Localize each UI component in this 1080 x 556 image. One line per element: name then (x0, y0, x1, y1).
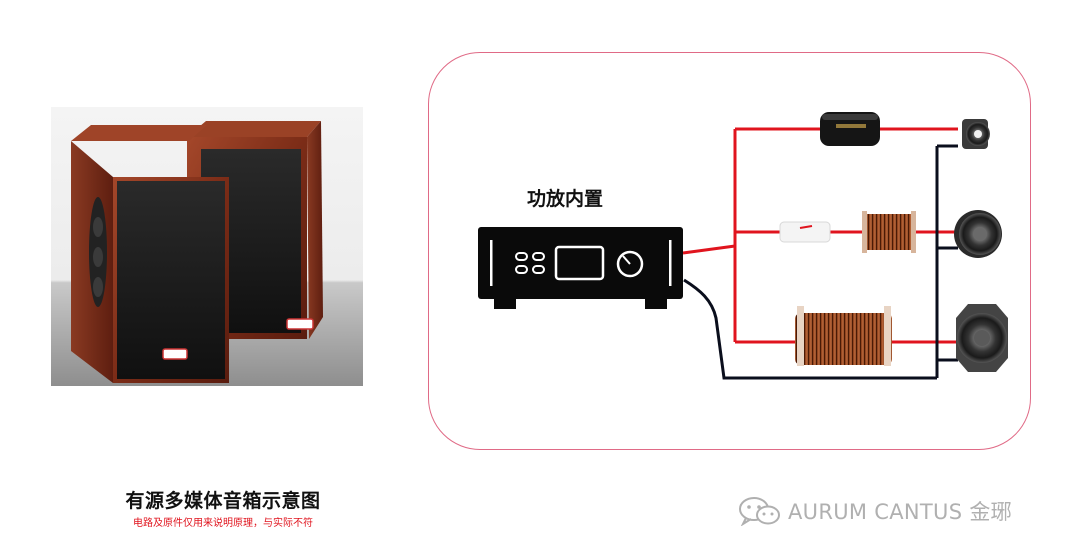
wechat-icon (738, 496, 782, 526)
watermark-text: AURUM CANTUS 金琊 (788, 496, 1012, 526)
caption-note: 电路及原件仅用来说明原理，与实际不符 (98, 514, 348, 529)
midrange-driver-icon (954, 210, 1002, 258)
capacitor-icon (820, 112, 880, 146)
capacitor-icon (780, 222, 830, 242)
amplifier-icon (478, 227, 683, 309)
caption-title: 有源多媒体音箱示意图 (98, 486, 348, 513)
tweeter-icon (962, 119, 990, 149)
amplifier-label: 功放内置 (527, 184, 603, 211)
woofer-icon (956, 304, 1008, 372)
inductor-coil-icon (795, 306, 892, 366)
watermark: AURUM CANTUS 金琊 (738, 496, 1012, 526)
inductor-coil-icon (862, 211, 916, 253)
